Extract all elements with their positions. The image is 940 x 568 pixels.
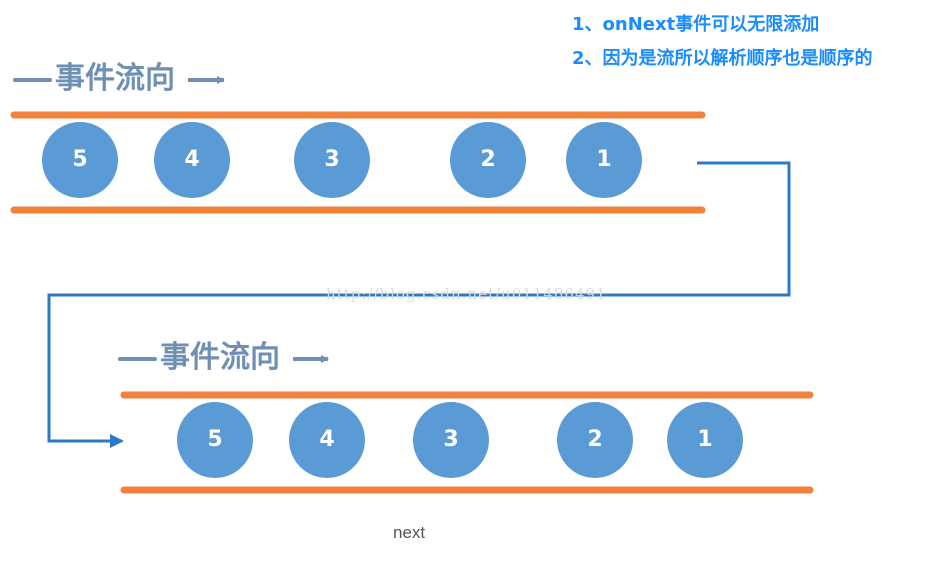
ball-bottom-3-label: 3 — [443, 427, 459, 452]
ball-bottom-4-label: 4 — [319, 427, 335, 452]
note-line-1: 1、onNext事件可以无限添加 — [572, 14, 820, 35]
ball-top-5-label: 5 — [72, 147, 88, 172]
flow-label-top: 事件流向 — [55, 61, 175, 96]
ball-top-4-label: 4 — [184, 147, 200, 172]
note-line-2: 2、因为是流所以解析顺序也是顺序的 — [572, 48, 873, 69]
ball-top-1-label: 1 — [596, 147, 612, 172]
ball-bottom-5-label: 5 — [207, 427, 223, 452]
flow-label-bottom: 事件流向 — [160, 340, 280, 375]
watermark-text: http://blog.csdn.net/u011486491 — [326, 285, 607, 303]
ball-bottom-2-label: 2 — [587, 427, 603, 452]
caption-next: next — [393, 523, 426, 542]
ball-top-2-label: 2 — [480, 147, 496, 172]
ball-bottom-1-label: 1 — [697, 427, 713, 452]
ball-top-3-label: 3 — [324, 147, 340, 172]
